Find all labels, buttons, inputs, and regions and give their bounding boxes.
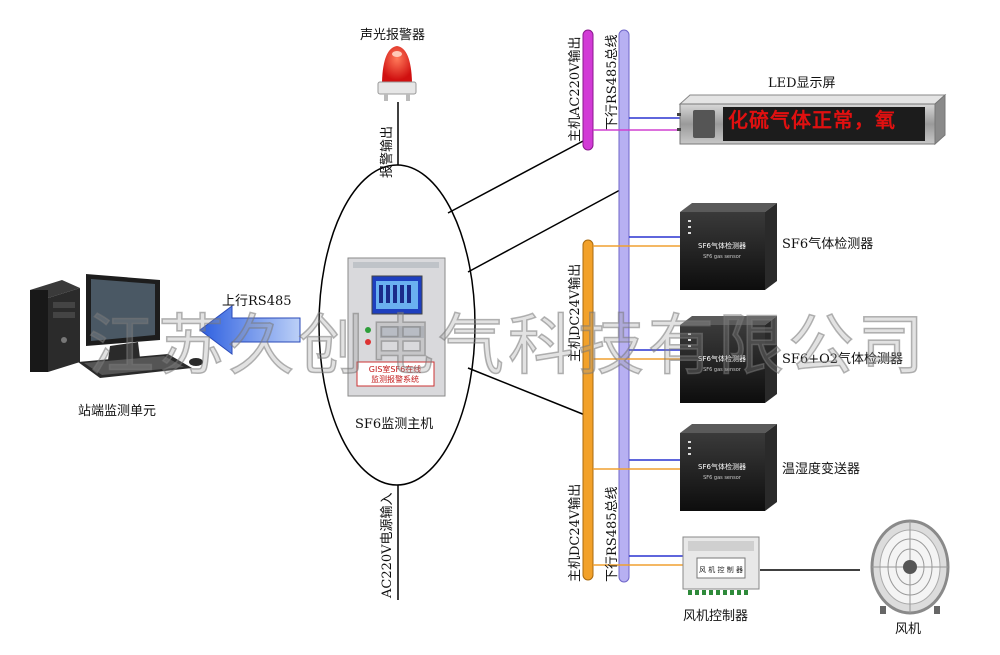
host-cabinet: GIS室SF6在线 监测报警系统 [347, 257, 446, 397]
uplink-arrow [199, 305, 301, 355]
host-panel-title: GIS室SF6在线 [369, 364, 421, 374]
workstation-label: 站端监测单元 [78, 404, 157, 419]
dc-output-label-1: 主机DC24V输出 [568, 263, 583, 362]
led-message: 化硫气体正常，氧 [728, 108, 896, 132]
connection-lines [397, 102, 860, 600]
detector-box-3: SF6气体检测器 SF6 gas sensor [680, 424, 777, 511]
led-display [677, 93, 947, 146]
rs485-bus [618, 29, 630, 583]
fan-ctrl-plate: 风 机 控 制 器 [699, 565, 743, 574]
detector3-label: 温湿度变送器 [782, 462, 861, 477]
bus-bars [582, 29, 630, 583]
detector2-label: SF6+O2气体检测器 [782, 352, 904, 367]
fan-controller-label: 风机控制器 [683, 609, 749, 624]
dc24v-bar [582, 239, 594, 581]
ac-output-label: 主机AC220V输出 [568, 36, 583, 142]
device-plate-sub: SF6 gas sensor [703, 254, 742, 260]
device-plate-title: SF6气体检测器 [698, 241, 746, 250]
fan-label: 风机 [895, 622, 922, 637]
device-plate-title: SF6气体检测器 [698, 354, 746, 363]
detector-box-2: SF6气体检测器 SF6 gas sensor [680, 316, 777, 403]
ac220v-bar [582, 29, 594, 151]
device-plate-sub: SF6 gas sensor [703, 367, 742, 373]
computer-icon [30, 274, 203, 378]
device-wires [593, 117, 690, 566]
fan-icon [870, 519, 950, 615]
alarm-label: 声光报警器 [360, 28, 426, 43]
host-panel-sub: 监测报警系统 [371, 374, 419, 384]
alarm-output-label: 报警输出 [380, 125, 395, 178]
bus-top-label: 下行RS485总线 [605, 34, 620, 130]
uplink-label: 上行RS485 [222, 294, 292, 309]
host-label: SF6监测主机 [355, 417, 434, 432]
fan-controller-device: 风 机 控 制 器 [682, 536, 760, 595]
power-input-label: AC220V电源输入 [380, 492, 395, 598]
dc-output-label-2: 主机DC24V输出 [568, 483, 583, 582]
led-label: LED显示屏 [768, 76, 836, 91]
device-plate-sub: SF6 gas sensor [703, 475, 742, 481]
bus-bottom-label: 下行RS485总线 [605, 486, 620, 582]
alarm-light-icon [377, 46, 417, 101]
detector-box-1: SF6气体检测器 SF6 gas sensor [680, 203, 777, 290]
host-ellipse [318, 164, 476, 486]
detector1-label: SF6气体检测器 [782, 237, 874, 252]
device-plate-title: SF6气体检测器 [698, 462, 746, 471]
